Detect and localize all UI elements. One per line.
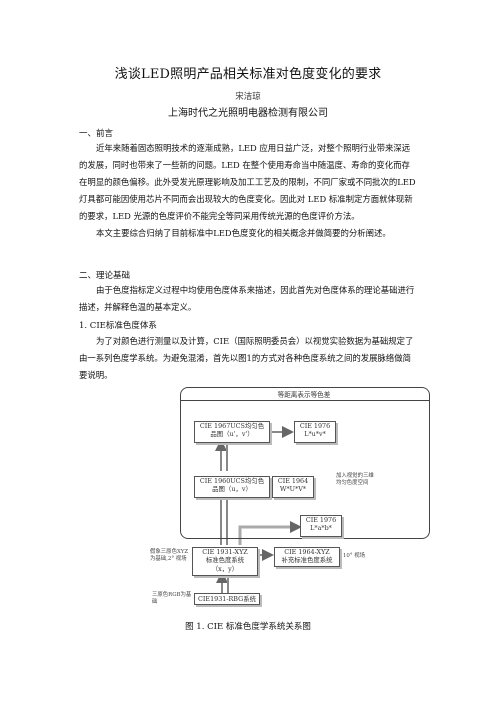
box-line: CIE 1960UCS均匀色 xyxy=(199,477,265,485)
box-cie1967-ucs: CIE 1967UCS均匀色 品图（u'，v'） xyxy=(194,421,270,443)
box-line: CIE 1967UCS均匀色 xyxy=(199,422,265,430)
frame-title-divider xyxy=(180,400,430,401)
text-line: 的要求，LED 光源的色度评价不能完全等同采用传统光源的色度评价方法。 xyxy=(79,211,360,221)
box-line: L*a*b* xyxy=(310,524,332,533)
note-rgb-basis: 三原色RGB为基 础 xyxy=(152,592,192,606)
figure-caption: 图 1. CIE 标准色度学系统关系图 xyxy=(185,622,311,632)
note-line: 假象三原色XYZ xyxy=(150,549,189,555)
note-line: 加入视觉的三维 xyxy=(336,473,374,479)
subsection-heading-cie: 1. CIE标准色度体系 xyxy=(79,321,157,331)
box-line: CIE 1964-XYZ xyxy=(284,548,330,556)
theory-paragraph-2: 为了对颜色进行测量以及计算，CIE（国际照明委员会）以视觉实验数据为基础规定了 … xyxy=(79,333,421,384)
author-name: 宋洁琼 xyxy=(235,92,261,102)
frame-title: 等距离表示等色差 xyxy=(277,391,331,399)
note-10-degree: 10° 视场 xyxy=(343,553,366,559)
box-line: W*U*V* xyxy=(279,485,307,494)
author-organization: 上海时代之光照明电器检测有限公司 xyxy=(168,108,328,119)
text-line: 要说明。 xyxy=(79,370,113,380)
text-line: 灯具都可能因使用芯片不同而会出现较大的色度变化。因此对 LED 标准制定方面就体… xyxy=(79,194,413,204)
box-line: CIE1931-RBG系统 xyxy=(197,595,256,603)
box-line: CIE 1976 xyxy=(299,422,331,430)
box-line: CIE 1964 xyxy=(277,477,309,485)
box-cie1931-rgb: CIE1931-RBG系统 xyxy=(194,593,260,605)
text-line: 近年来随着固态照明技术的逐渐成熟，LED 应用日益广泛，对整个照明行业带来深远 xyxy=(96,143,411,153)
cie-system-diagram: 等距离表示等色差 CIE 1967UCS均匀色 品图（u'，v'） CIE 19… xyxy=(150,387,434,693)
box-line: CIE 1976 xyxy=(305,516,337,524)
box-line: 品图（u'，v'） xyxy=(210,430,254,439)
paper-title: 浅谈LED照明产品相关标准对色度变化的要求 xyxy=(114,67,382,82)
text-line: 由一系列色度学系统。为避免混淆，首先以图1的方式对各种色度系统之间的发展脉络做简 xyxy=(79,353,411,363)
section-heading-theory: 二、理论基础 xyxy=(79,271,131,281)
box-cie1976-lab: CIE 1976 L*a*b* xyxy=(300,515,342,537)
note-line: 三原色RGB为基 xyxy=(152,592,192,598)
text-line: 在明显的颜色偏移。此外受发光原理影响及加工工艺及的限制，不同厂家或不同批次的LE… xyxy=(79,177,416,187)
box-line: 品图（u，v） xyxy=(212,485,252,494)
intro-paragraph-2: 本文主要综合归纳了目前标准中LED色度变化的相关概念并做简要的分析阐述。 xyxy=(79,225,421,242)
text-line: 由于色度指标定义过程中均使用色度体系来描述，因此首先对色度体系的理论基础进行 xyxy=(96,285,415,295)
box-line: （x，y） xyxy=(211,564,239,573)
text-line: 描述，并解释色温的基本定义。 xyxy=(79,302,197,312)
text-line: 的发展，同时也带来了一些新的问题。LED 在整个使用寿命当中随温度、寿命的变化而… xyxy=(79,160,410,170)
box-cie1960-ucs: CIE 1960UCS均匀色 品图（u，v） xyxy=(194,476,270,498)
box-line: CIE 1931-XYZ xyxy=(202,548,248,556)
intro-paragraph-1: 近年来随着固态照明技术的逐渐成熟，LED 应用日益广泛，对整个照明行业带来深远 … xyxy=(79,140,421,225)
box-line: 标准色度系统 xyxy=(205,556,245,565)
note-line: 为基础,2° 视场 xyxy=(150,556,187,562)
box-line: L*u*v* xyxy=(304,430,326,439)
section-heading-intro: 一、前言 xyxy=(79,129,114,139)
theory-paragraph-1: 由于色度指标定义过程中均使用色度体系来描述，因此首先对色度体系的理论基础进行 描… xyxy=(79,282,421,316)
uniform-color-frame xyxy=(180,387,430,539)
note-line: 均匀色度空间 xyxy=(336,480,369,486)
note-3d-space: 加入视觉的三维 均匀色度空间 xyxy=(336,473,384,487)
text-line: 为了对颜色进行测量以及计算，CIE（国际照明委员会）以视觉实验数据为基础规定了 xyxy=(96,336,414,346)
box-cie1964-wuv: CIE 1964 W*U*V* xyxy=(272,476,314,498)
box-line: 补充标准色度系统 xyxy=(281,556,333,565)
box-cie1964-xyz: CIE 1964-XYZ 补充标准色度系统 xyxy=(274,547,340,567)
box-cie1976-luv: CIE 1976 L*u*v* xyxy=(294,421,336,443)
text-line: 本文主要综合归纳了目前标准中LED色度变化的相关概念并做简要的分析阐述。 xyxy=(96,228,391,238)
box-cie1931-xyz: CIE 1931-XYZ 标准色度系统 （x，y） xyxy=(192,547,258,576)
note-line: 础 xyxy=(152,599,158,605)
note-2-degree: 假象三原色XYZ 为基础,2° 视场 xyxy=(150,549,192,563)
